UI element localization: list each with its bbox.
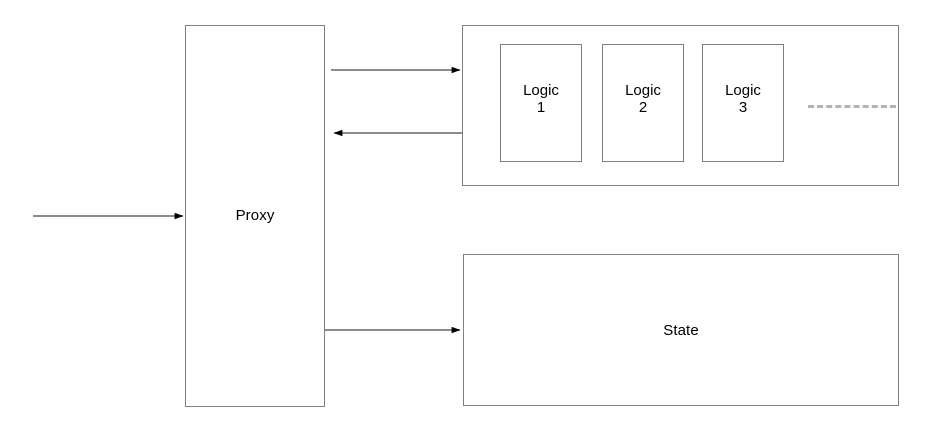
state-node-label: State [663,322,699,339]
logic-node-2-label: Logic 2 [625,82,661,116]
logic-node-3[interactable] [702,44,784,162]
proxy-node-label: Proxy [235,207,275,224]
proxy-node[interactable] [185,25,325,407]
logic-continuation-dashed-line [808,105,896,111]
logic-node-1[interactable] [500,44,582,162]
state-node[interactable] [463,254,899,406]
logic-node-1-label: Logic 1 [523,82,559,116]
logic-node-2[interactable] [602,44,684,162]
logic-node-3-label: Logic 3 [725,82,761,116]
